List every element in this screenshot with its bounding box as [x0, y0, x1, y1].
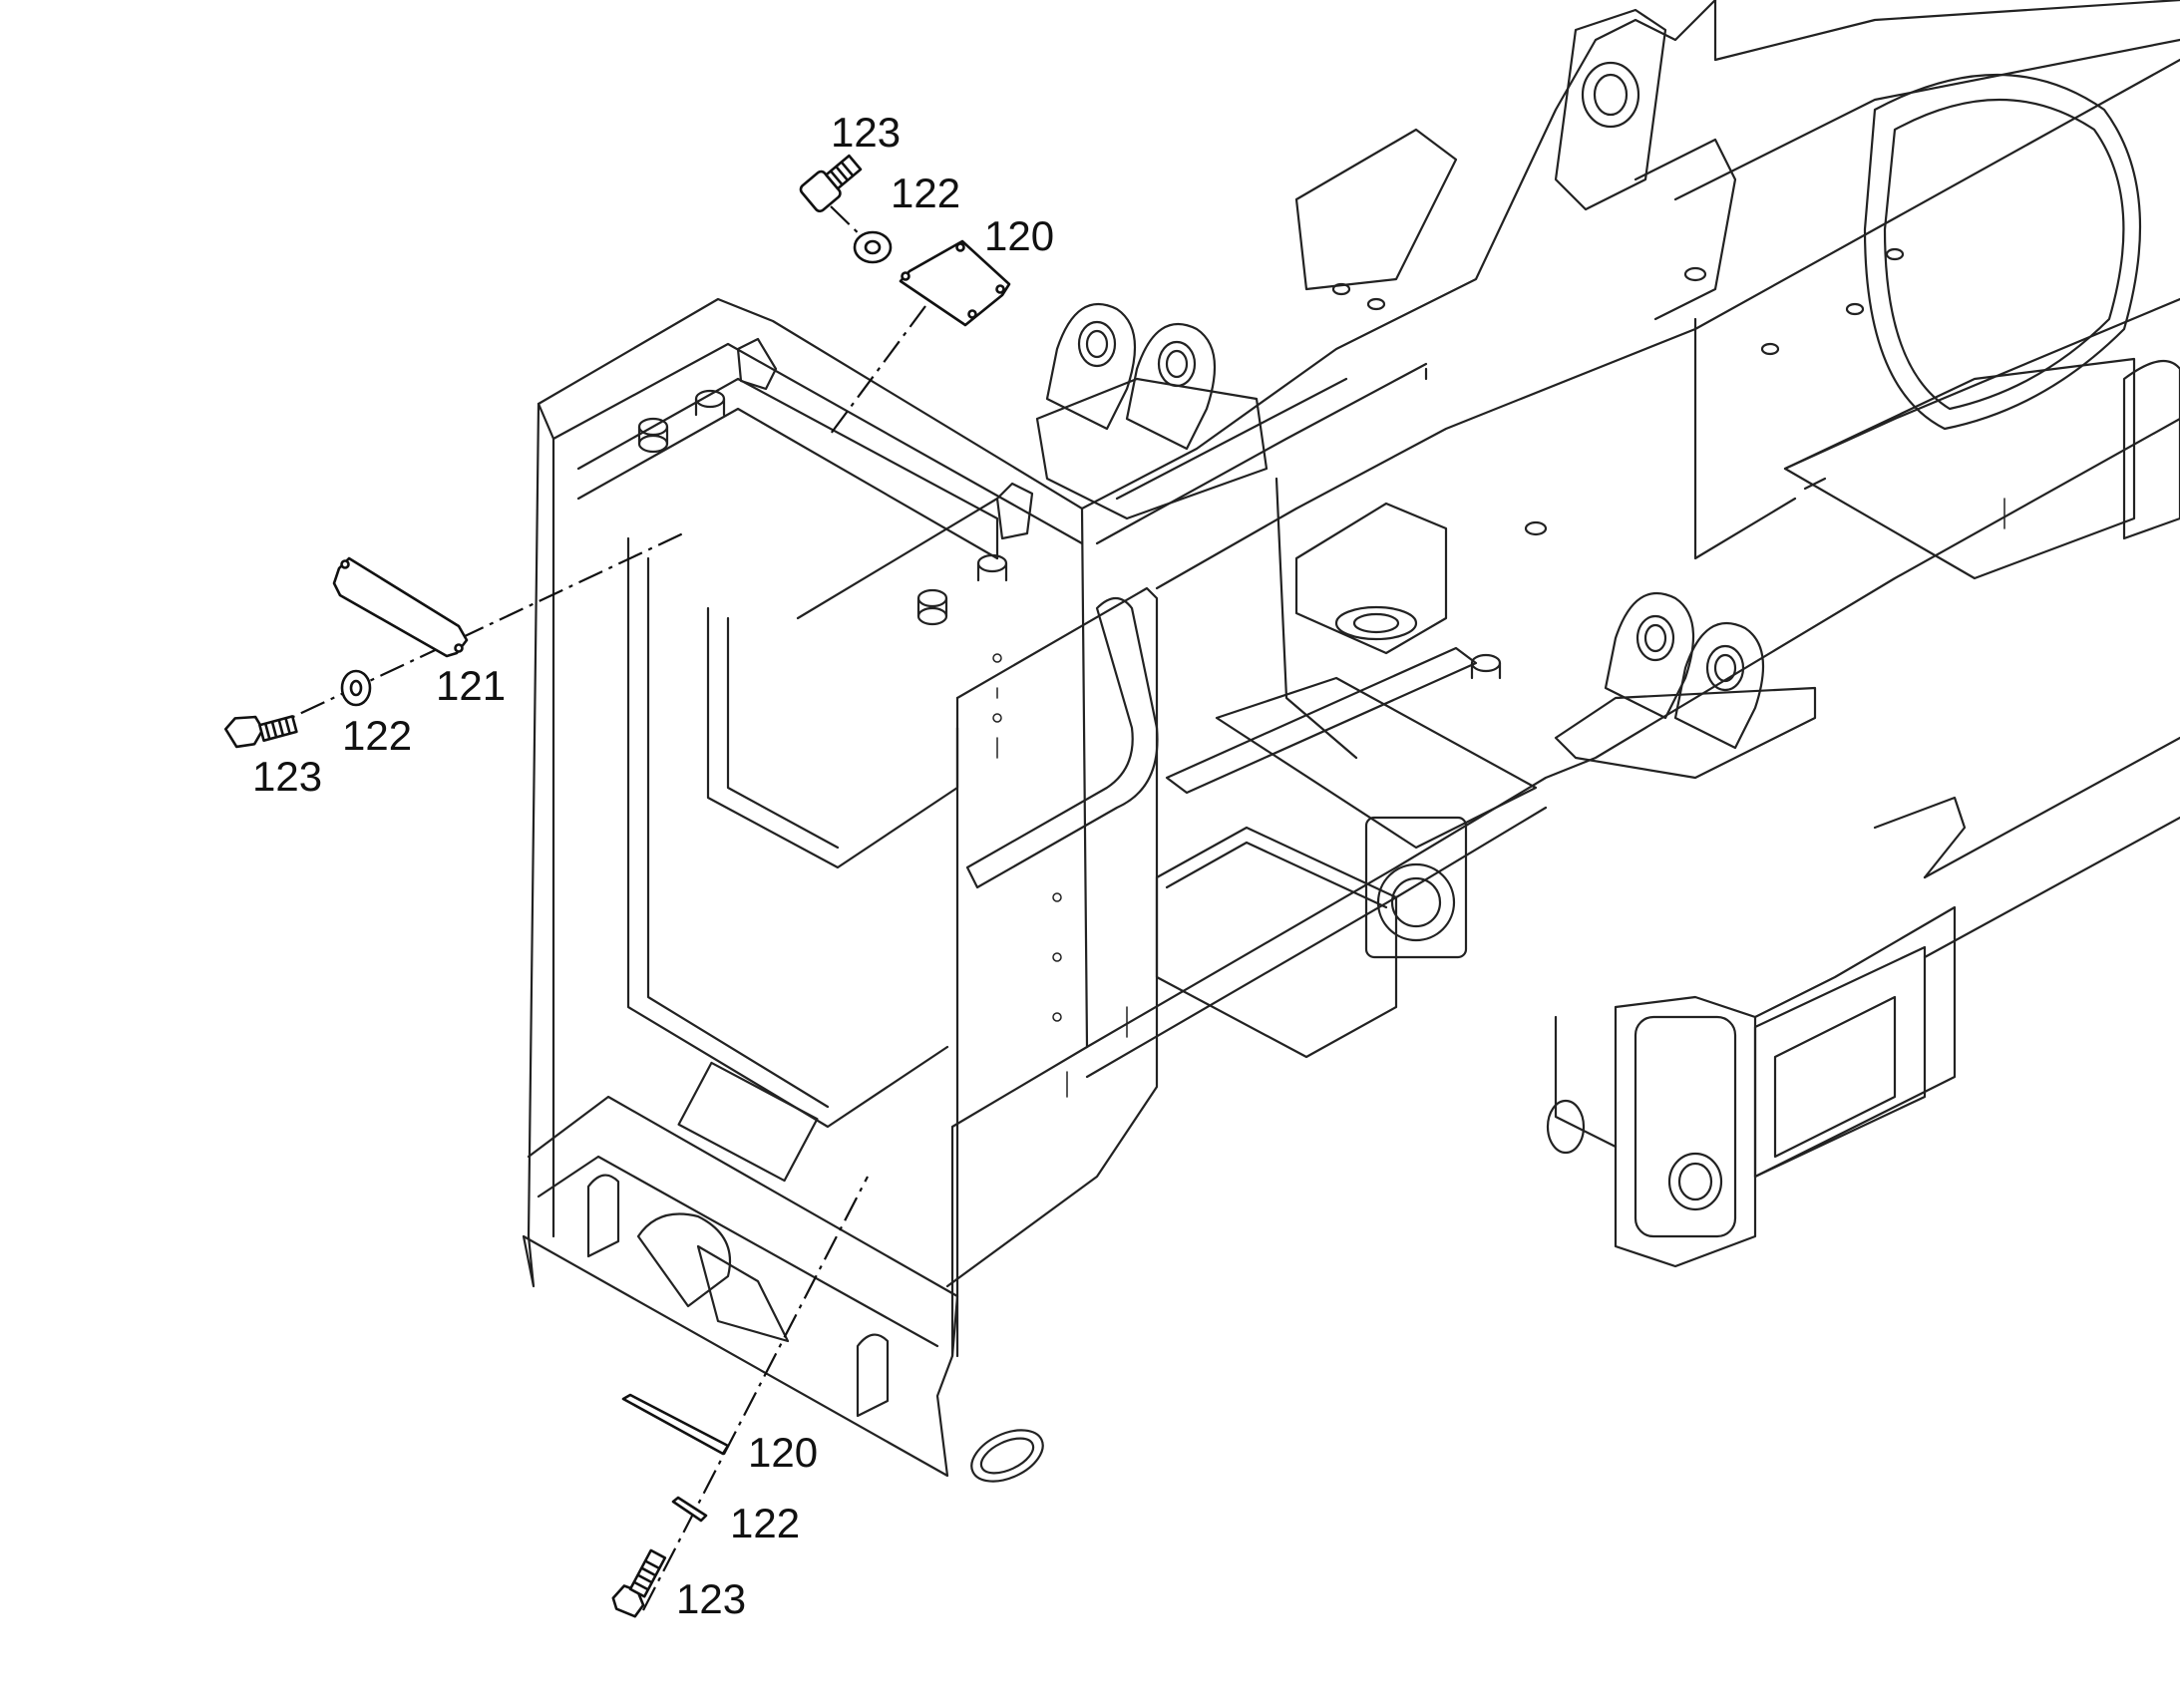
callout-top-bolt: 123 [831, 109, 901, 156]
leader-left-assembly [260, 532, 684, 733]
top-bolt-icon [799, 154, 863, 213]
callout-top-cover: 120 [984, 212, 1054, 259]
left-washer-icon [340, 669, 372, 707]
callout-left-bolt: 123 [252, 753, 322, 800]
front-frame-box [522, 297, 1089, 1478]
callout-top-washer: 122 [891, 170, 960, 216]
bottom-washer-icon [671, 1496, 708, 1523]
side-plate [945, 586, 1159, 1358]
leader-top-cover-to-frame [830, 305, 926, 435]
chassis-frame [522, 0, 2180, 1483]
bottom-part-group [611, 1393, 730, 1618]
callout-left-cover: 121 [436, 662, 506, 709]
left-bolt-icon [223, 715, 298, 749]
upper-mount-pads [637, 337, 1034, 626]
bottom-bolt-icon [611, 1548, 667, 1618]
left-cover-plate [332, 556, 469, 658]
callout-bottom-cover: 120 [748, 1429, 818, 1476]
bottom-cover-plate-edge [621, 1393, 730, 1456]
mid-cradle [1155, 502, 1548, 1059]
rear-tow-plate [1546, 736, 2180, 1268]
lower-cross-member [527, 1061, 1044, 1483]
callout-left-washer: 122 [342, 712, 412, 759]
leader-bottom-assembly [642, 1176, 869, 1611]
callout-bottom-bolt: 123 [676, 1575, 746, 1622]
leader-top-bolt-to-washer [830, 205, 869, 243]
right-cradle-opening [1673, 0, 2180, 580]
top-right-bracket [1294, 8, 1737, 321]
callout-labels: 123 122 120 121 122 123 120 122 123 [252, 109, 1054, 1622]
main-rails [1080, 0, 2180, 1079]
hinge-lugs-left [1035, 303, 1348, 520]
top-washer-icon [853, 230, 893, 264]
top-cover-plate [899, 239, 1011, 327]
hinge-lugs-right [1554, 592, 1817, 780]
leader-lines [260, 205, 926, 1611]
callout-bottom-washer: 122 [730, 1500, 800, 1546]
left-part-group [223, 556, 469, 749]
top-part-group [799, 154, 1011, 327]
